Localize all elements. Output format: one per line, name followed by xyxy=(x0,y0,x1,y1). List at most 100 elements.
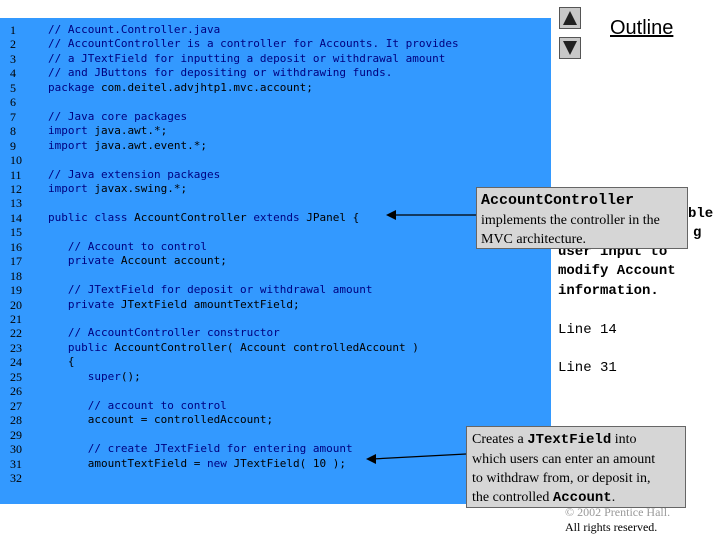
code-text: account = controlledAccount; xyxy=(48,413,273,427)
code-token: new xyxy=(206,456,234,470)
code-text: // Account.Controller.java xyxy=(48,23,220,37)
side-note-fragment-2: g xyxy=(693,225,702,241)
side-note-line-5: information. xyxy=(558,283,659,299)
code-token: // JTextField for deposit or withdrawal … xyxy=(48,283,373,297)
line-number: 9 xyxy=(10,138,16,153)
code-token: import xyxy=(48,138,95,152)
arrow-head-31 xyxy=(366,454,376,464)
code-token: // account to control xyxy=(48,398,227,412)
side-note-fragment-1: ble xyxy=(688,206,714,222)
arrow-line-31 xyxy=(371,453,467,460)
code-token: import xyxy=(48,124,95,138)
code-token: // AccountController is a controller for… xyxy=(48,37,459,51)
callout2-pre4: the controlled xyxy=(472,490,553,505)
code-token: public class xyxy=(48,210,135,224)
code-text: import java.awt.event.*; xyxy=(48,139,207,153)
code-token: JTextField( 10 ); xyxy=(233,456,347,470)
code-text: public AccountController( Account contro… xyxy=(48,341,419,355)
line-number: 26 xyxy=(10,384,22,399)
code-token: AccountController xyxy=(134,210,254,224)
code-token: private xyxy=(48,254,121,268)
callout2-line-2: which users can enter an amount xyxy=(472,452,656,467)
line-number: 4 xyxy=(10,66,16,81)
code-text: // a JTextField for inputting a deposit … xyxy=(48,52,445,66)
code-token: // create JTextField for entering amount xyxy=(48,442,353,456)
code-text: package com.deitel.advjhtp1.mvc.account; xyxy=(48,81,313,95)
code-text: private JTextField amountTextField; xyxy=(48,298,300,312)
side-note-line-31: Line 31 xyxy=(558,360,617,376)
code-token: java.awt.event.*; xyxy=(94,138,207,152)
line-number: 27 xyxy=(10,398,22,413)
code-token: import xyxy=(48,181,95,195)
line-number: 20 xyxy=(10,297,22,312)
line-number: 5 xyxy=(10,80,16,95)
code-token: java.awt.*; xyxy=(94,124,168,138)
code-token: // and JButtons for depositing or withdr… xyxy=(48,66,393,80)
callout-class-name: AccountController xyxy=(481,192,635,209)
outline-link[interactable]: Outline xyxy=(610,17,674,39)
code-token: extends xyxy=(253,210,307,224)
code-text: // AccountController constructor xyxy=(48,326,280,340)
code-token: JPanel { xyxy=(306,210,360,224)
line-number: 15 xyxy=(10,225,22,240)
line-number: 31 xyxy=(10,456,22,471)
line-number: 18 xyxy=(10,268,22,283)
code-token: JTextField amountTextField; xyxy=(120,297,300,311)
line-number: 22 xyxy=(10,326,22,341)
arrow-head-14 xyxy=(386,210,396,220)
code-token: // a JTextField for inputting a deposit … xyxy=(48,51,446,65)
code-token: Account account; xyxy=(120,254,227,268)
code-token: // Java extension packages xyxy=(48,167,221,181)
code-text: import javax.swing.*; xyxy=(48,182,187,196)
code-token: (); xyxy=(120,369,141,383)
copyright-line-2: All rights reserved. xyxy=(565,520,658,534)
callout2-pre: Creates a xyxy=(472,432,528,447)
code-token: com.deitel.advjhtp1.mvc.account; xyxy=(100,80,313,94)
callout2-post: into xyxy=(611,432,637,447)
line-number: 17 xyxy=(10,254,22,269)
code-token: super xyxy=(48,369,121,383)
code-text: { xyxy=(48,355,75,369)
code-text: // AccountController is a controller for… xyxy=(48,37,459,51)
code-text: // Account to control xyxy=(48,240,207,254)
code-text: // JTextField for deposit or withdrawal … xyxy=(48,283,373,297)
callout2-class-2: Account xyxy=(552,490,612,506)
line-number: 23 xyxy=(10,340,22,355)
code-token: // AccountController constructor xyxy=(48,326,280,340)
line-number: 1 xyxy=(10,23,16,37)
line-number: 16 xyxy=(10,239,22,254)
code-token: { xyxy=(48,355,75,369)
code-token: AccountController( Account controlledAcc… xyxy=(114,340,419,354)
line-number: 24 xyxy=(10,355,22,370)
callout-jtextfield: Creates a JTextField into which users ca… xyxy=(466,426,686,508)
previous-slide-button[interactable] xyxy=(559,7,581,29)
callout2-post4: . xyxy=(611,490,616,505)
code-token: // Java core packages xyxy=(48,109,188,123)
side-note-line-14: Line 14 xyxy=(558,322,617,338)
line-number: 29 xyxy=(10,427,22,442)
code-text: import java.awt.*; xyxy=(48,124,167,138)
code-token: private xyxy=(48,297,121,311)
code-token: amountTextField = xyxy=(48,456,207,470)
code-text: super(); xyxy=(48,370,141,384)
line-number: 3 xyxy=(10,51,16,66)
line-number: 12 xyxy=(10,181,22,196)
copyright-line-1: © 2002 Prentice Hall. xyxy=(565,505,671,519)
code-token: public xyxy=(48,340,115,354)
line-number: 11 xyxy=(10,167,22,182)
line-number: 14 xyxy=(10,210,22,225)
line-number: 6 xyxy=(10,95,16,110)
line-number: 2 xyxy=(10,37,16,52)
callout-text-2: MVC architecture. xyxy=(481,232,586,247)
line-number: 8 xyxy=(10,124,16,139)
code-text: // and JButtons for depositing or withdr… xyxy=(48,66,392,80)
code-token: // Account to control xyxy=(48,239,207,253)
copyright: © 2002 Prentice Hall. All rights reserve… xyxy=(565,505,670,535)
line-number: 25 xyxy=(10,369,22,384)
callout2-class: JTextField xyxy=(527,432,612,448)
next-slide-button[interactable] xyxy=(559,37,581,59)
callout-text-1: implements the controller in the xyxy=(481,213,660,228)
code-text: // create JTextField for entering amount xyxy=(48,442,353,456)
line-number: 28 xyxy=(10,413,22,428)
code-text: // account to control xyxy=(48,399,227,413)
